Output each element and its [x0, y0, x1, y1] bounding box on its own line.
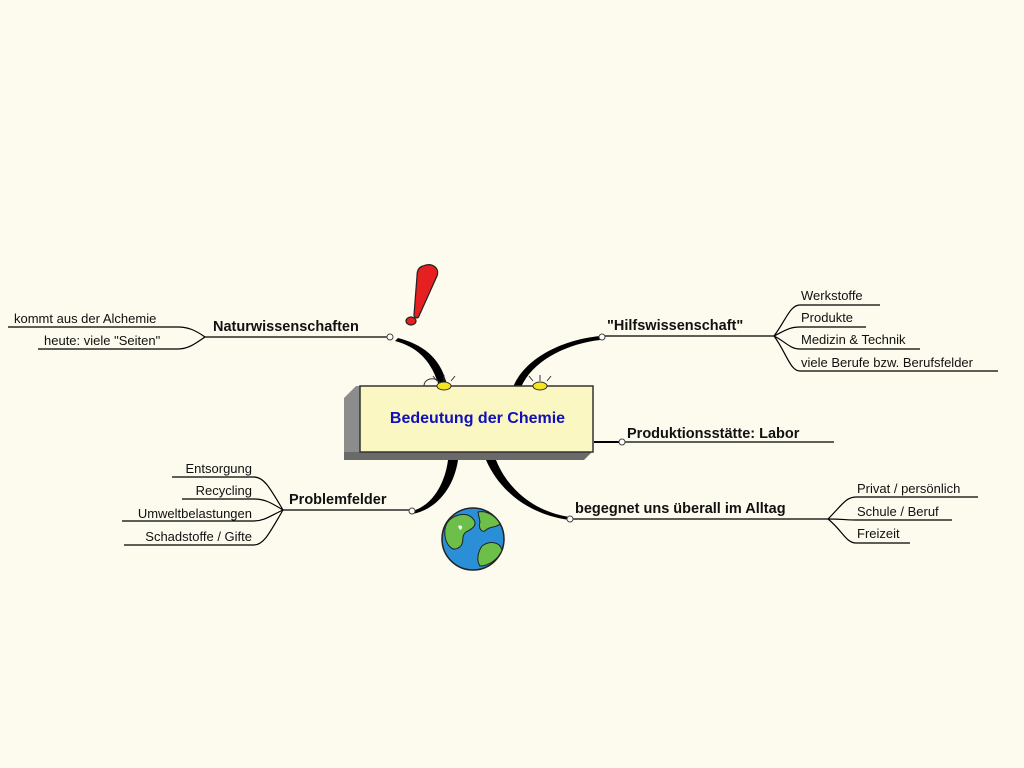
lamp-icon — [528, 375, 552, 391]
center-title: Bedeutung der Chemie — [389, 410, 566, 427]
branch-naturwissenschaften: Naturwissenschaften — [213, 319, 359, 335]
subitem-alchemie: kommt aus der Alchemie — [14, 311, 157, 326]
trunk-problemfelder — [412, 460, 458, 514]
subitem-umweltbelastungen: Umweltbelastungen — [137, 506, 252, 521]
subitem-schule-beruf: Schule / Beruf — [857, 504, 939, 519]
exclamation-icon — [405, 264, 439, 326]
subitem-entsorgung: Entsorgung — [185, 461, 253, 476]
branch-hilfswissenschaft: "Hilfswissenschaft" — [607, 318, 744, 334]
globe-icon — [441, 507, 505, 571]
lamp-icon — [423, 375, 456, 391]
subitem-freizeit: Freizeit — [857, 526, 900, 541]
subitem-produkte: Produkte — [801, 310, 854, 325]
subitem-seiten: heute: viele "Seiten" — [44, 333, 161, 348]
branch-produktion: Produktionsstätte: Labor — [627, 426, 800, 442]
branch-problemfelder: Problemfelder — [289, 492, 387, 508]
trunk-hilfswissenschaft — [512, 336, 600, 390]
branch-alltag: begegnet uns überall im Alltag — [575, 501, 786, 517]
subitem-berufe: viele Berufe bzw. Berufsfelder — [801, 355, 973, 370]
subitem-medizin-technik: Medizin & Technik — [801, 332, 906, 347]
trunk-alltag — [486, 460, 570, 520]
subitem-recycling: Recycling — [195, 483, 252, 498]
subitem-schadstoffe: Schadstoffe / Gifte — [145, 529, 252, 544]
center-box — [344, 385, 594, 460]
subitem-privat: Privat / persönlich — [857, 481, 961, 496]
subitem-werkstoffe: Werkstoffe — [801, 288, 863, 303]
